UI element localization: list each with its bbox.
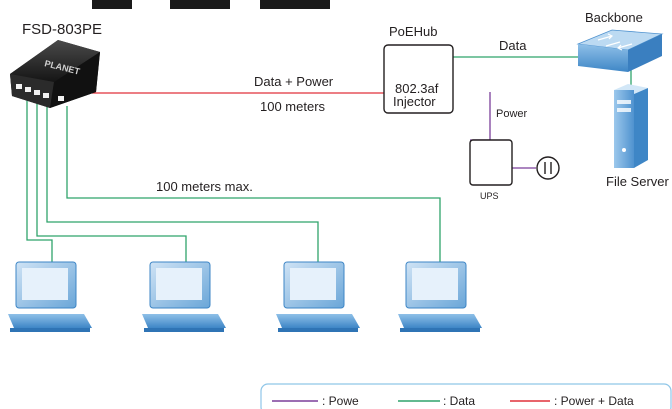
power-link-ups: [470, 92, 491, 141]
file-server-label: File Server: [606, 174, 670, 189]
client-computer-icon: [142, 261, 226, 332]
switch-label: FSD-803PE: [22, 21, 102, 38]
legend-item-power: : Powe: [322, 394, 359, 408]
clipped-heading-fragment: [92, 0, 330, 9]
backbone-label: Backbone: [585, 10, 643, 25]
ups-box: [469, 139, 513, 186]
legend-item-data: : Data: [443, 394, 475, 408]
client-computer-icon: [8, 261, 92, 332]
distance-label: 100 meters: [260, 99, 326, 114]
backbone-switch-icon: [576, 29, 664, 72]
legend: : Powe : Data : Power + Data: [260, 383, 672, 409]
client-computer-icon: [398, 261, 482, 332]
data-power-label: Data + Power: [254, 74, 334, 89]
data-label: Data: [499, 38, 527, 53]
switch-device: PLANET: [10, 40, 100, 108]
injector-line1: 802.3af: [395, 81, 439, 96]
power-outlet-icon: [536, 156, 560, 180]
file-server-icon: [614, 84, 648, 168]
ups-label: UPS: [480, 191, 499, 201]
poehub-title: PoEHub: [389, 24, 437, 39]
client-data-links: [26, 96, 441, 262]
injector-box: [383, 44, 454, 114]
injector-line2: Injector: [393, 94, 436, 109]
client-computer-icon: [276, 261, 360, 332]
legend-item-power-data: : Power + Data: [554, 394, 634, 408]
legend-box: [260, 383, 672, 409]
power-label: Power: [496, 108, 528, 120]
max-distance-label: 100 meters max.: [156, 179, 253, 194]
switch-ports: [16, 84, 64, 101]
